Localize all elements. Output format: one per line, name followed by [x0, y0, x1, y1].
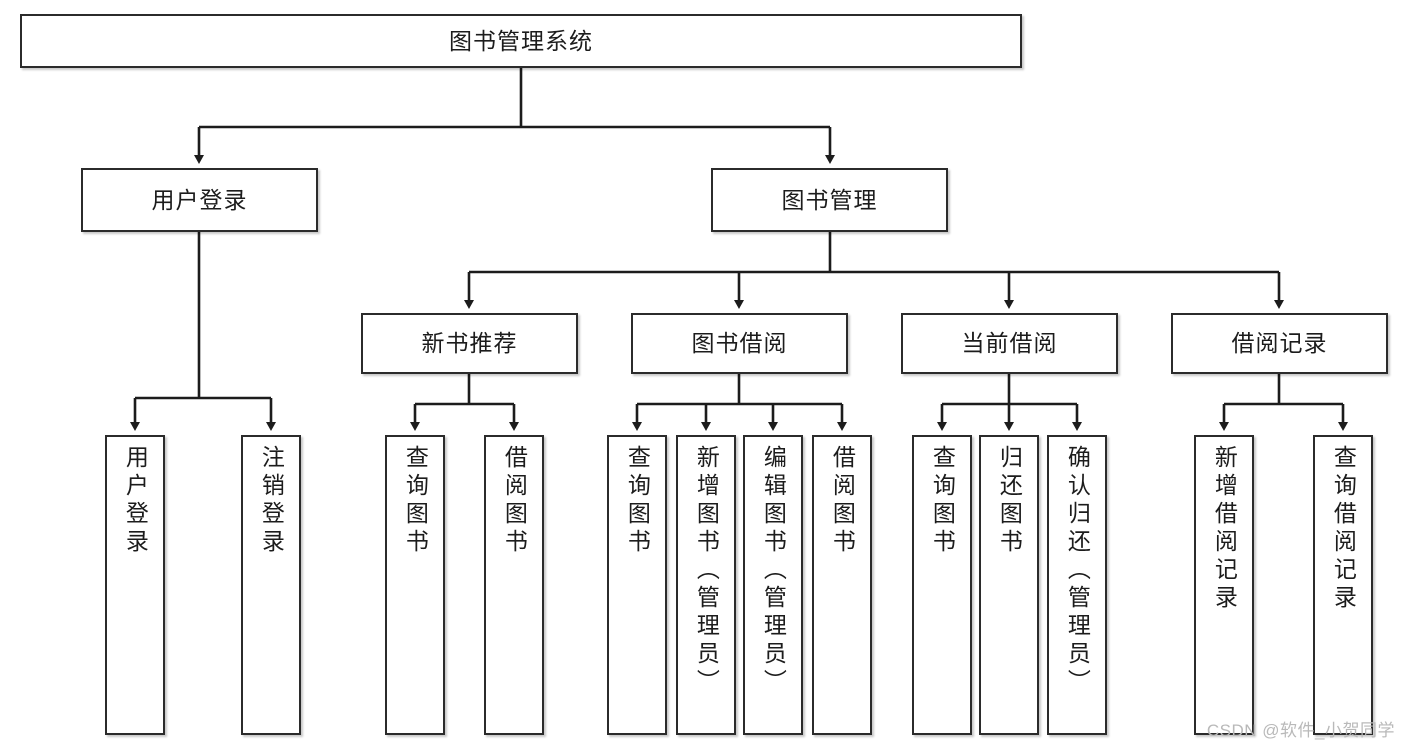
node-book-borrow-label: 图书借阅	[691, 330, 788, 357]
node-root-label: 图书管理系统	[449, 27, 593, 54]
leaf-add-record-label: 新增借阅记录	[1211, 445, 1238, 613]
leaf-add-book-label: 新增图书（管理员）	[693, 445, 720, 697]
leaf-query-book-3-label: 查询图书	[929, 445, 956, 557]
node-user-login[interactable]: 用户登录	[81, 168, 318, 232]
node-book-management-label: 图书管理	[781, 186, 878, 213]
leaf-edit-book[interactable]: 编辑图书（管理员）	[743, 435, 803, 735]
leaf-query-record-label: 查询借阅记录	[1330, 445, 1357, 613]
leaf-confirm-return[interactable]: 确认归还（管理员）	[1047, 435, 1107, 735]
leaf-user-login[interactable]: 用户登录	[105, 435, 165, 735]
leaf-add-record[interactable]: 新增借阅记录	[1194, 435, 1254, 735]
csdn-watermark: CSDN @软件_小贺同学	[1206, 721, 1395, 740]
node-user-login-label: 用户登录	[151, 186, 248, 213]
node-borrow-record-label: 借阅记录	[1231, 330, 1328, 357]
node-book-management[interactable]: 图书管理	[711, 168, 948, 232]
leaf-query-record[interactable]: 查询借阅记录	[1313, 435, 1373, 735]
node-new-book-recommend-label: 新书推荐	[421, 330, 518, 357]
node-current-borrow-label: 当前借阅	[961, 330, 1058, 357]
leaf-add-book[interactable]: 新增图书（管理员）	[676, 435, 736, 735]
node-borrow-record[interactable]: 借阅记录	[1171, 313, 1388, 374]
leaf-borrow-book-1-label: 借阅图书	[501, 445, 528, 557]
node-current-borrow[interactable]: 当前借阅	[901, 313, 1118, 374]
leaf-return-book[interactable]: 归还图书	[979, 435, 1039, 735]
leaf-query-book-2[interactable]: 查询图书	[607, 435, 667, 735]
leaf-edit-book-label: 编辑图书（管理员）	[760, 445, 787, 697]
leaf-query-book-1-label: 查询图书	[402, 445, 429, 557]
leaf-query-book-3[interactable]: 查询图书	[912, 435, 972, 735]
node-root[interactable]: 图书管理系统	[20, 14, 1022, 68]
leaf-return-book-label: 归还图书	[996, 445, 1023, 557]
leaf-borrow-book-2[interactable]: 借阅图书	[812, 435, 872, 735]
leaf-confirm-return-label: 确认归还（管理员）	[1064, 445, 1091, 697]
leaf-borrow-book-1[interactable]: 借阅图书	[484, 435, 544, 735]
leaf-query-book-2-label: 查询图书	[624, 445, 651, 557]
leaf-logout-label: 注销登录	[258, 445, 285, 557]
leaf-borrow-book-2-label: 借阅图书	[829, 445, 856, 557]
node-book-borrow[interactable]: 图书借阅	[631, 313, 848, 374]
leaf-query-book-1[interactable]: 查询图书	[385, 435, 445, 735]
node-new-book-recommend[interactable]: 新书推荐	[361, 313, 578, 374]
leaf-user-login-label: 用户登录	[122, 445, 149, 557]
leaf-logout[interactable]: 注销登录	[241, 435, 301, 735]
